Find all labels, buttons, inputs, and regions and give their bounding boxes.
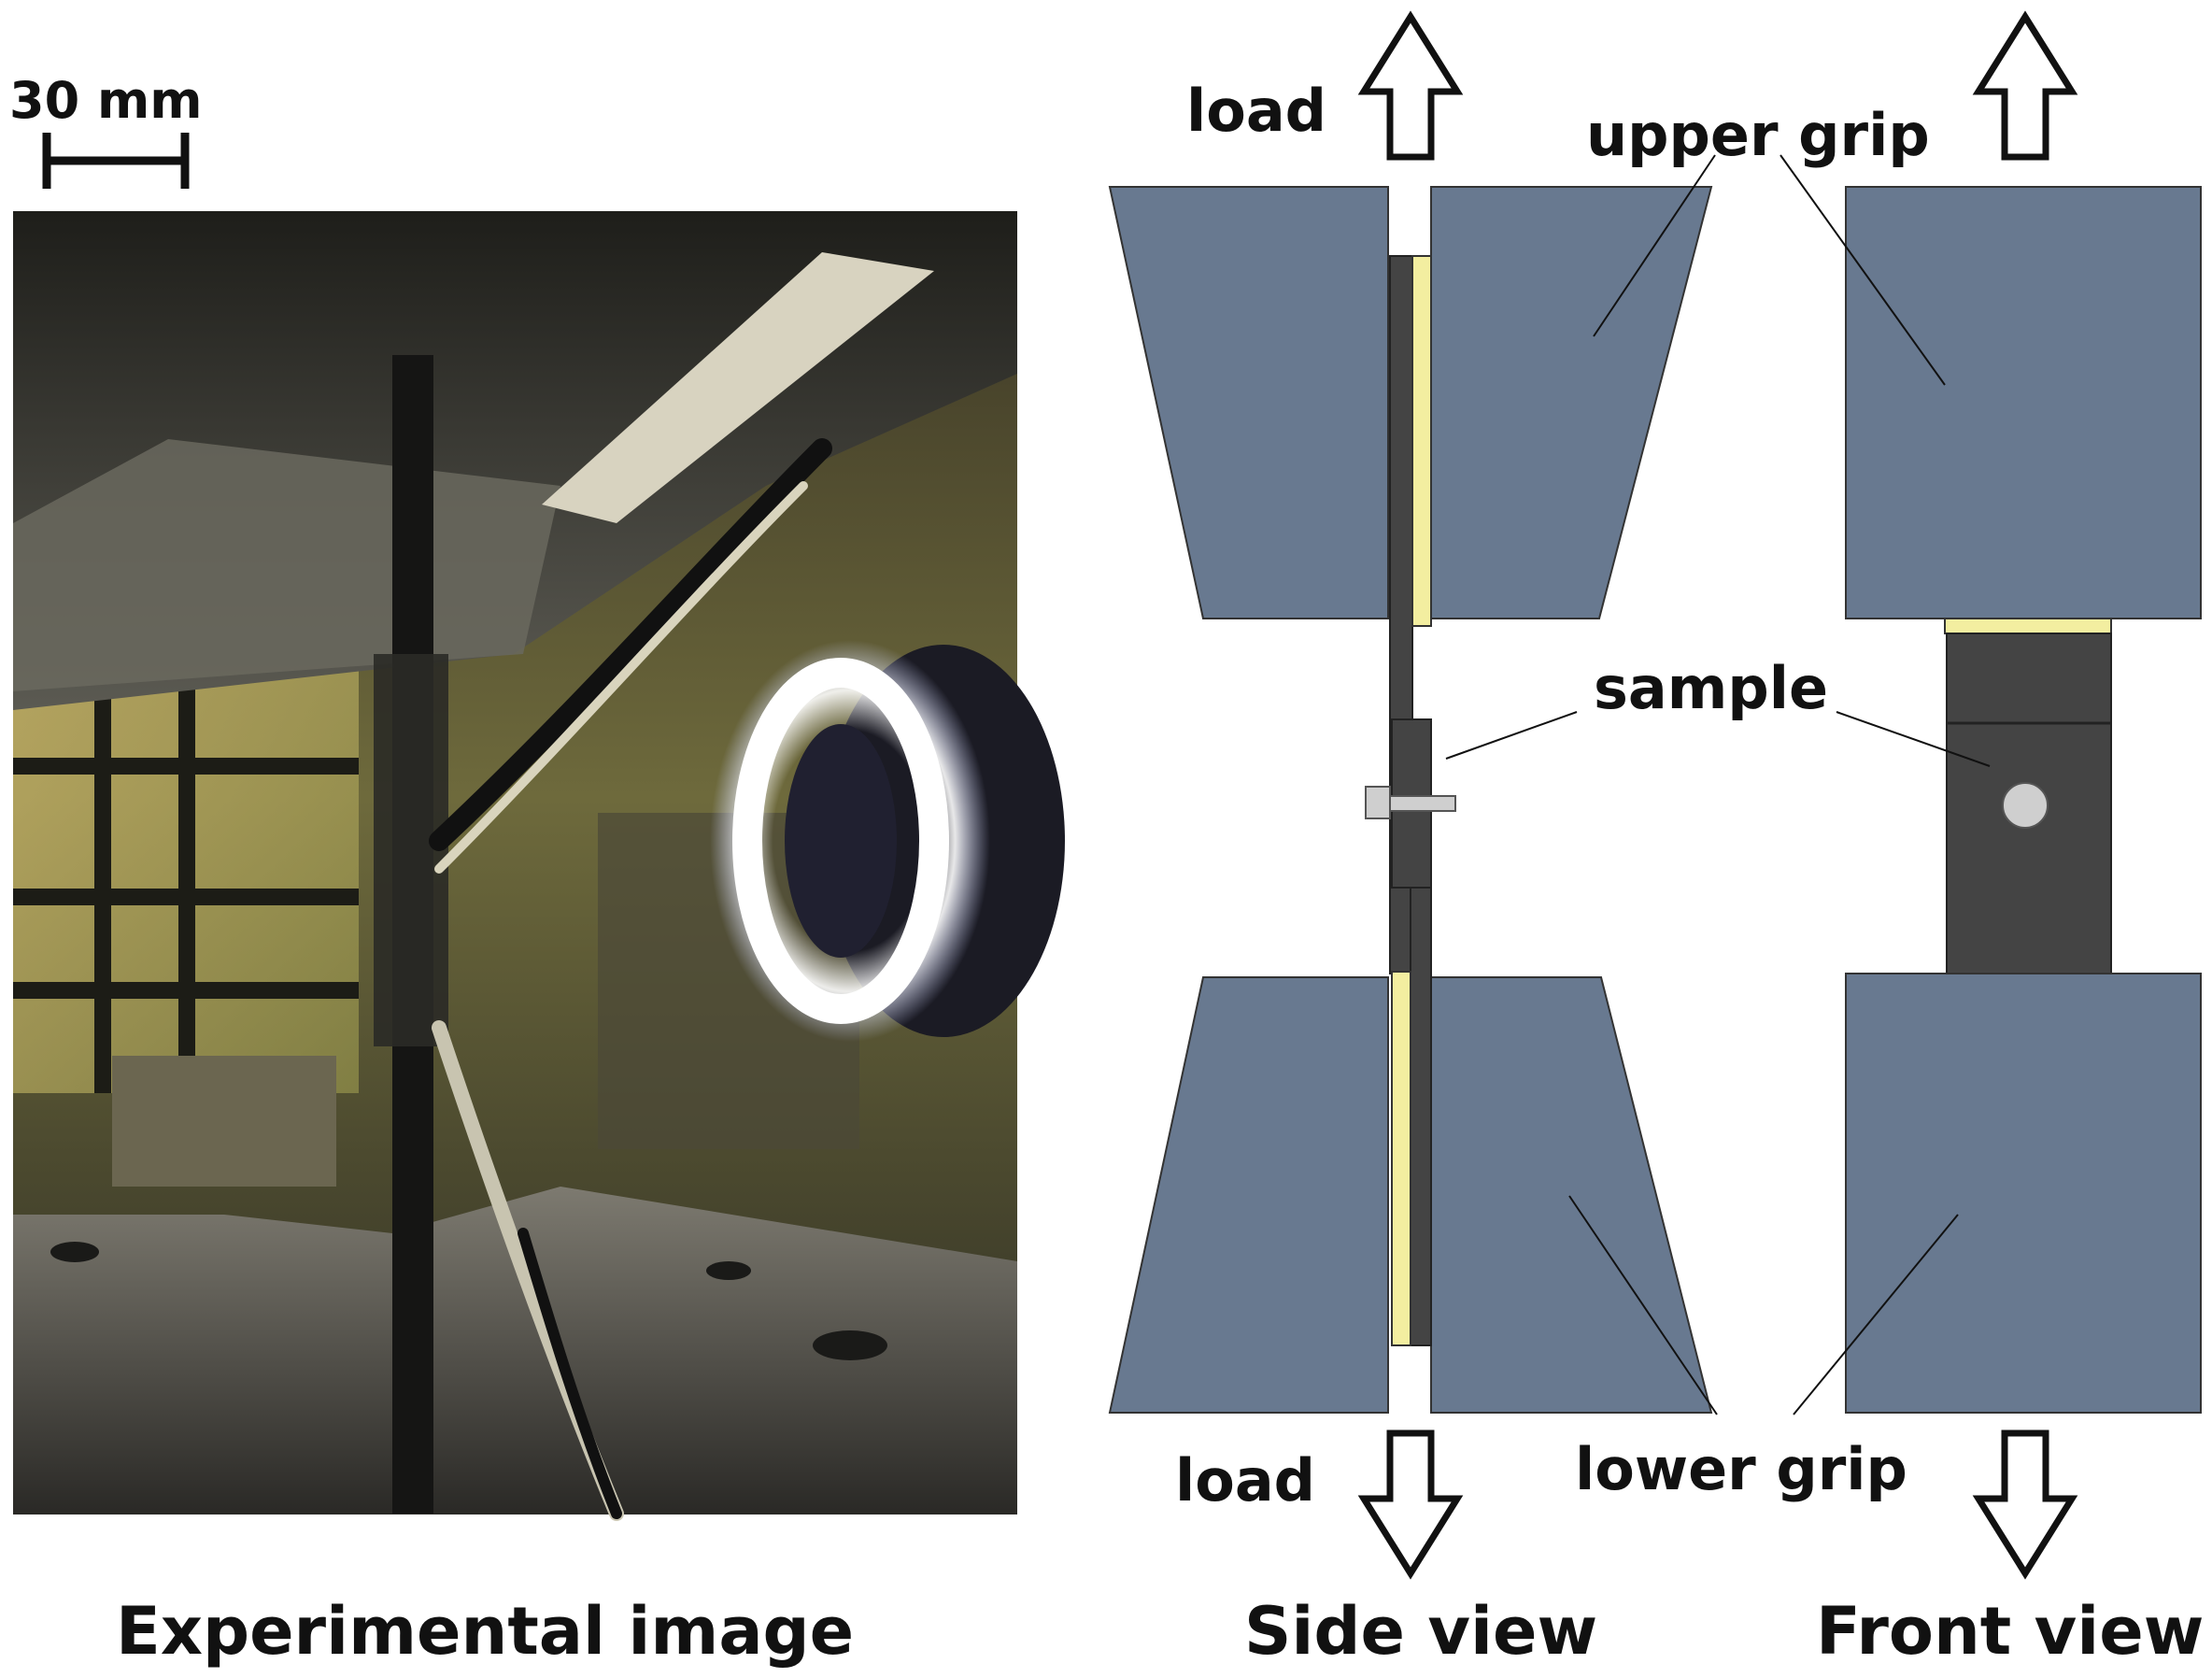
down-arrow-icon [1357, 1429, 1464, 1580]
side-bolt-icon [1365, 786, 1456, 819]
scale-bar: 30 mm [9, 71, 202, 189]
front-bolt-icon [2002, 782, 2049, 829]
photo-caption: Experimental image [116, 1593, 854, 1670]
scale-bar-icon [42, 133, 190, 189]
side-view-caption: Side view [1244, 1593, 1597, 1670]
up-arrow-icon [1972, 10, 2078, 161]
experimental-photo [13, 211, 1065, 1521]
side-lower-grip-right [1430, 976, 1713, 1414]
ring-light-icon [710, 640, 1065, 1042]
side-upper-pad [1411, 255, 1432, 627]
leader-lines [1445, 154, 1991, 1415]
label-lower-grip: lower grip [1575, 1435, 1907, 1503]
front-view-caption: Front view [1816, 1593, 2204, 1670]
label-load-bottom: load [1175, 1446, 1315, 1514]
front-upper-grip [1845, 186, 2202, 619]
photo-lower-crosshead [13, 1187, 1017, 1514]
front-view-diagram [1845, 10, 2202, 1580]
side-view-diagram [1108, 10, 1713, 1580]
side-upper-grip-right [1430, 186, 1713, 619]
front-lower-grip [1845, 973, 2202, 1414]
up-arrow-icon [1357, 10, 1464, 161]
down-arrow-icon [1972, 1429, 2078, 1580]
label-sample: sample [1594, 654, 1828, 722]
front-upper-pad [1944, 618, 2112, 634]
label-load-top: load [1186, 77, 1326, 145]
side-lower-pad [1391, 971, 1411, 1346]
photo-cables [429, 438, 832, 1521]
side-upper-grip-left [1108, 186, 1389, 619]
label-upper-grip: upper grip [1586, 101, 1930, 169]
side-lower-grip-left [1108, 976, 1389, 1414]
scale-bar-label: 30 mm [9, 71, 202, 130]
